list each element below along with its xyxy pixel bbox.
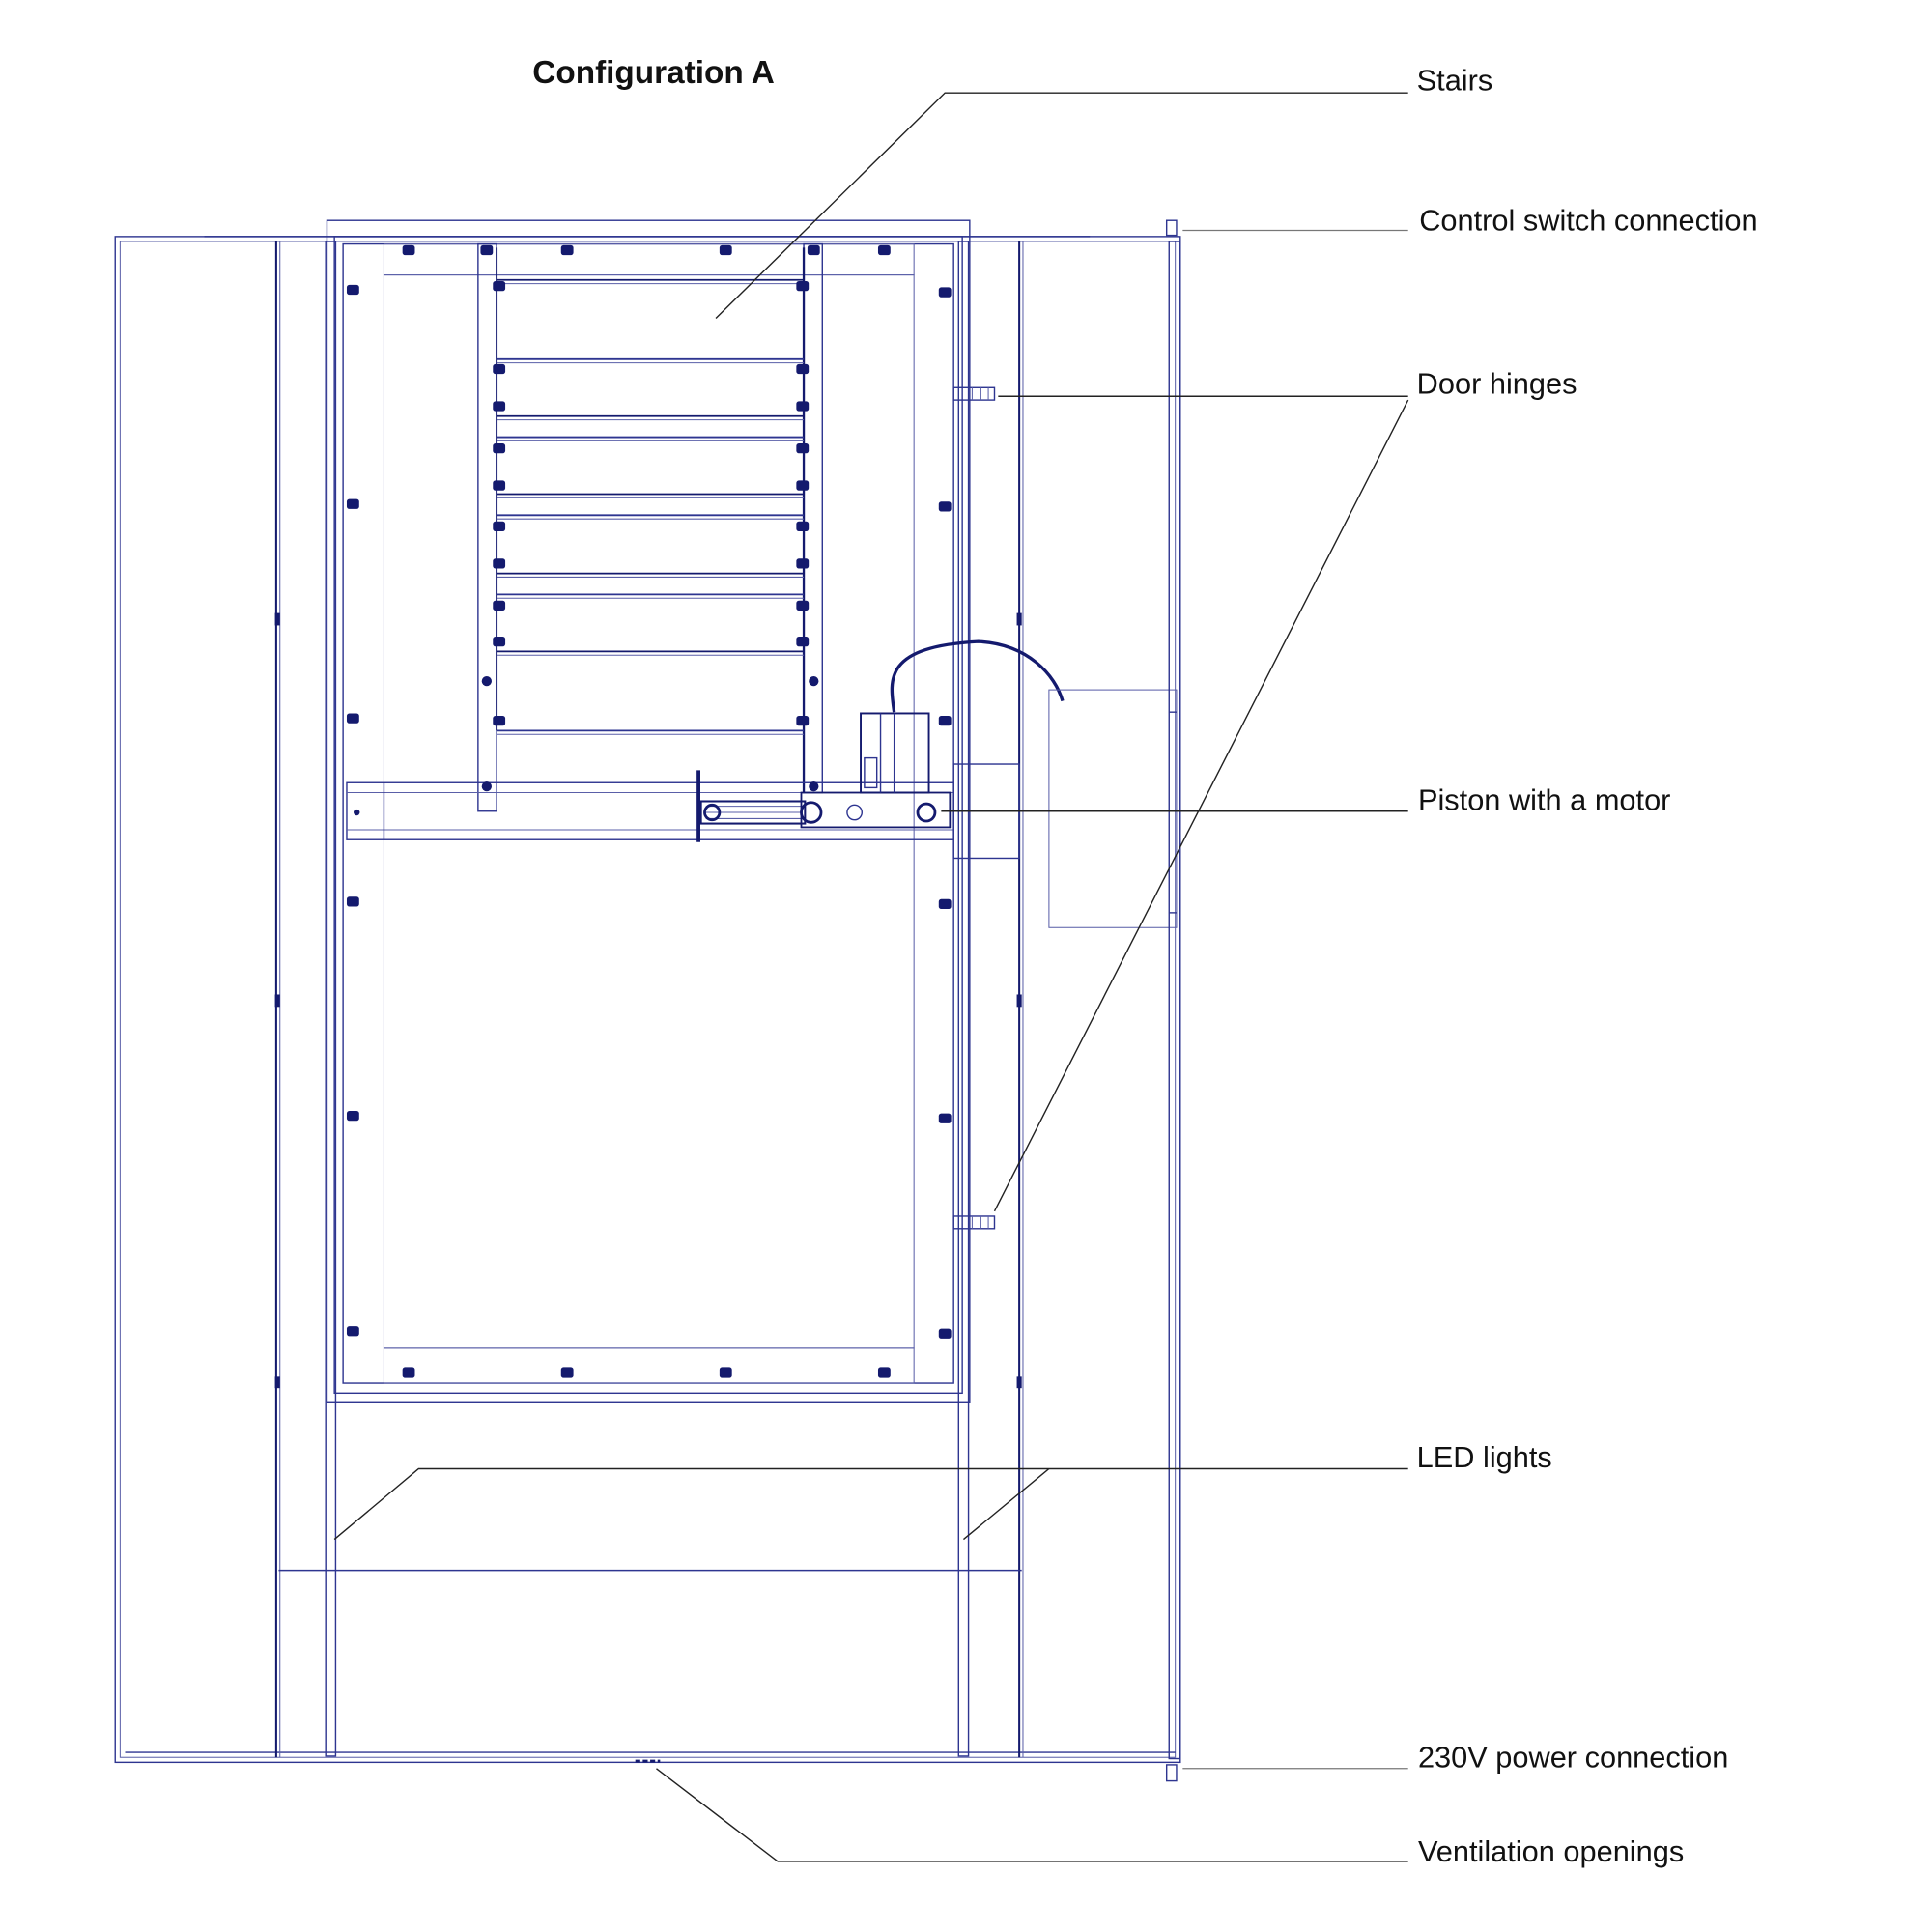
label-stairs: Stairs bbox=[1417, 64, 1493, 98]
bolt bbox=[1016, 1376, 1022, 1389]
label-control-switch: Control switch connection bbox=[1419, 203, 1757, 237]
bolt bbox=[938, 898, 952, 910]
stairs bbox=[477, 242, 823, 812]
bolt bbox=[796, 281, 810, 292]
bolt bbox=[807, 244, 820, 256]
bolt bbox=[493, 281, 506, 292]
bolt bbox=[796, 600, 810, 611]
bolt bbox=[480, 244, 494, 256]
bolt bbox=[402, 244, 415, 256]
crossbar bbox=[346, 781, 954, 840]
label-ventilation: Ventilation openings bbox=[1418, 1834, 1684, 1868]
door-hinge-top bbox=[952, 386, 996, 401]
bolt bbox=[719, 1367, 732, 1378]
diagram-title: Configuration A bbox=[532, 55, 775, 91]
bolt bbox=[796, 401, 810, 412]
bolt bbox=[346, 1326, 359, 1337]
bolts bbox=[274, 244, 1022, 1389]
bolt bbox=[346, 284, 359, 296]
bolt bbox=[719, 244, 732, 256]
bolt bbox=[938, 501, 952, 512]
label-piston: Piston with a motor bbox=[1418, 782, 1670, 816]
door-frame bbox=[326, 219, 971, 1403]
bolt bbox=[796, 363, 810, 375]
piston-motor bbox=[696, 639, 1065, 860]
label-power: 230V power connection bbox=[1418, 1740, 1728, 1774]
bolt bbox=[877, 244, 891, 256]
bolt bbox=[493, 442, 506, 454]
leader-lines bbox=[333, 92, 1409, 1862]
bolt bbox=[938, 1113, 952, 1123]
bolt bbox=[346, 1111, 359, 1122]
bolt bbox=[938, 1328, 952, 1339]
label-led: LED lights bbox=[1417, 1440, 1552, 1474]
side-box bbox=[1048, 689, 1178, 928]
bolt bbox=[493, 600, 506, 611]
bolt bbox=[481, 781, 492, 792]
bolt bbox=[1016, 994, 1022, 1008]
bolt bbox=[938, 287, 952, 298]
bolt bbox=[493, 636, 506, 647]
bolt bbox=[493, 558, 506, 569]
bolt bbox=[493, 480, 506, 491]
bolt bbox=[493, 521, 506, 531]
bolt bbox=[796, 521, 810, 531]
bolt bbox=[877, 1367, 891, 1378]
bolt bbox=[493, 716, 506, 726]
label-door-hinges: Door hinges bbox=[1417, 367, 1577, 401]
bolt bbox=[402, 1367, 415, 1378]
bolt bbox=[1016, 612, 1022, 626]
bolt bbox=[560, 244, 574, 256]
bolt bbox=[493, 363, 506, 375]
bolt bbox=[274, 994, 280, 1008]
bolt bbox=[796, 716, 810, 726]
bolt bbox=[809, 676, 819, 687]
bolt bbox=[796, 558, 810, 569]
bolt bbox=[346, 498, 359, 509]
bolt bbox=[481, 676, 492, 687]
bolt bbox=[560, 1367, 574, 1378]
door-hinge-bottom bbox=[952, 1215, 996, 1230]
bolt bbox=[493, 401, 506, 412]
bolt bbox=[796, 480, 810, 491]
bolt bbox=[796, 636, 810, 647]
bolt bbox=[346, 896, 359, 907]
right-door-strip bbox=[1165, 219, 1181, 1782]
bolt bbox=[274, 612, 280, 626]
bolt bbox=[346, 713, 359, 724]
bolt bbox=[274, 1376, 280, 1389]
bolt bbox=[938, 716, 952, 726]
bolt bbox=[796, 442, 810, 454]
side-posts bbox=[325, 241, 970, 1757]
bolt bbox=[809, 781, 819, 792]
